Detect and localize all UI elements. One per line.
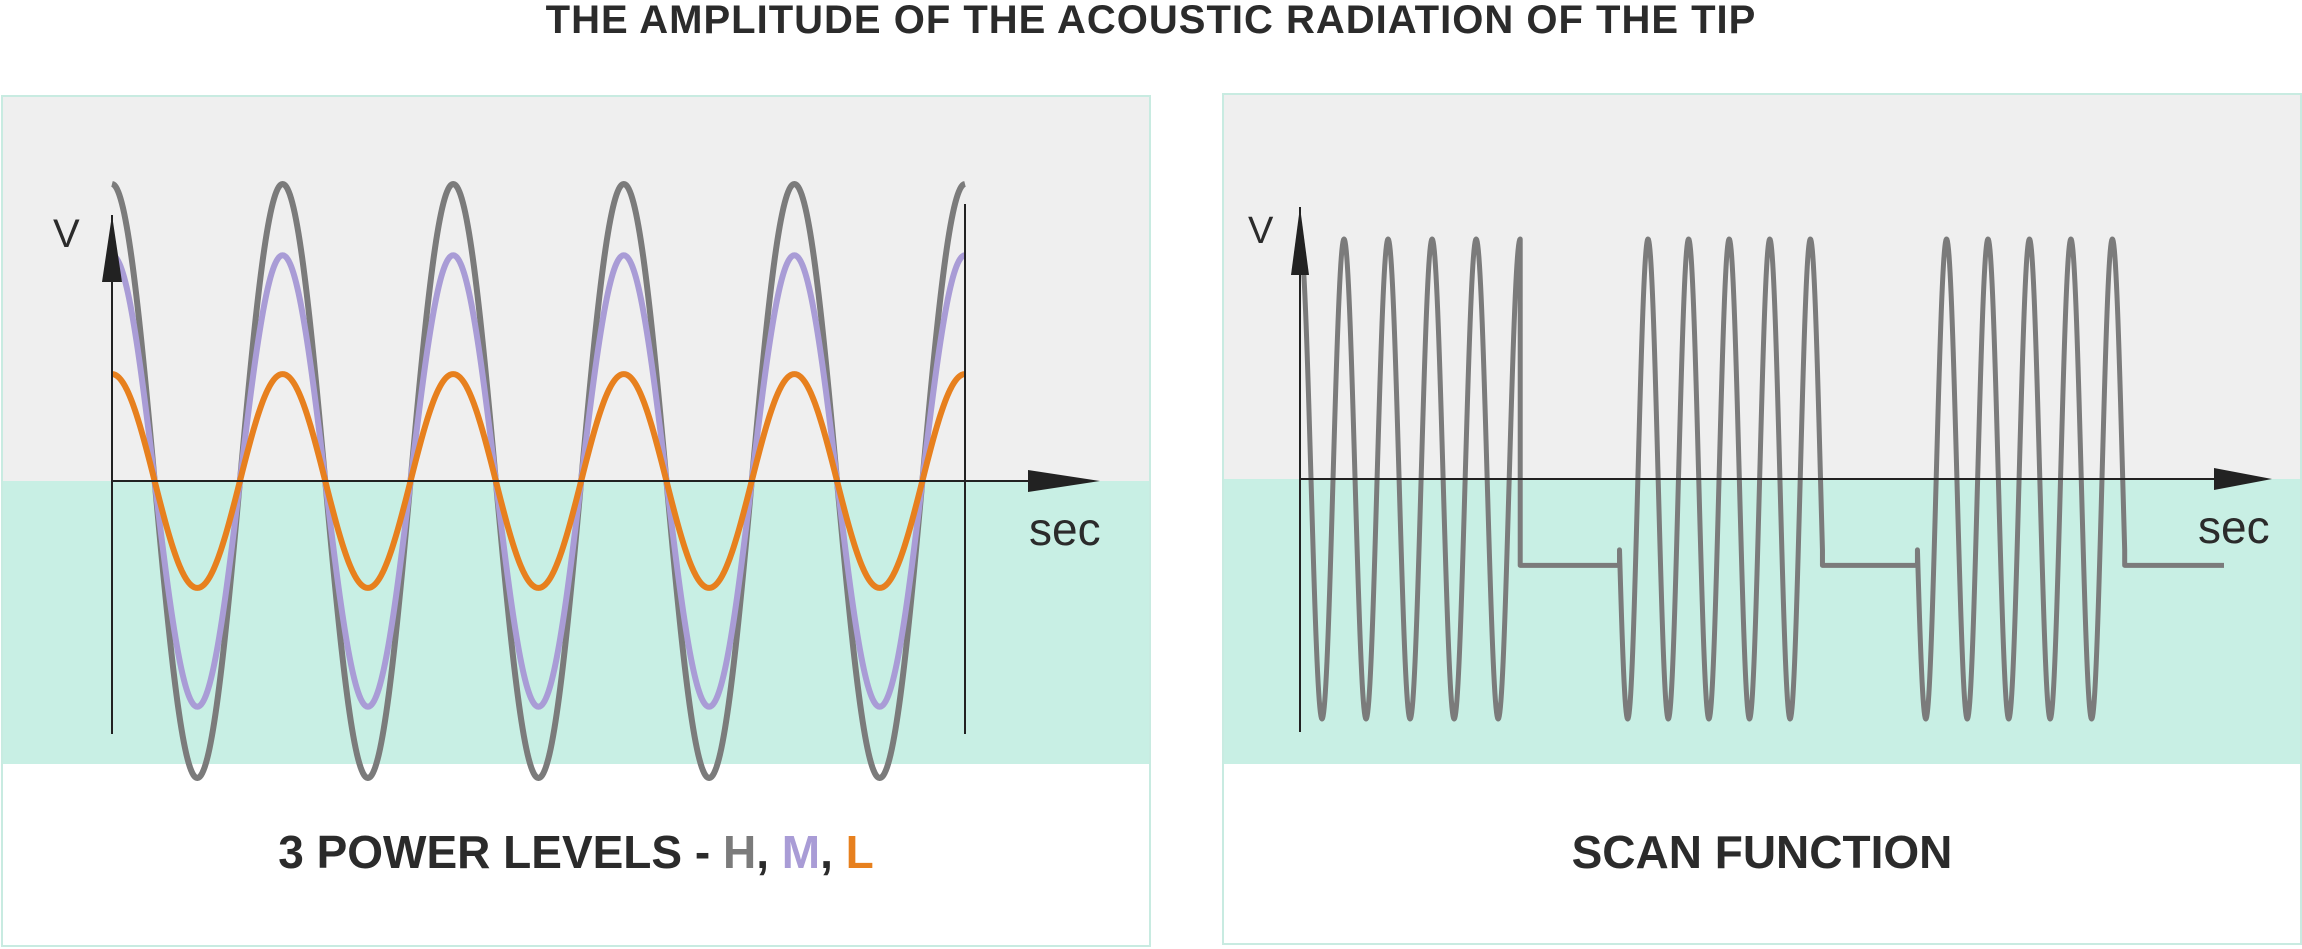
scan-function-chart: V sec	[1224, 95, 2300, 764]
page-title: THE AMPLITUDE OF THE ACOUSTIC RADIATION …	[545, 0, 1757, 42]
lower-band	[1224, 479, 2300, 764]
caption-prefix: 3 POWER LEVELS -	[278, 826, 723, 878]
scan-function-panel: V sec SCAN FUNCTION	[1222, 93, 2302, 945]
power-levels-panel: V sec 3 POWER LEVELS - H, M, L	[1, 95, 1151, 947]
y-axis-label: V	[1248, 210, 1274, 252]
scan-function-caption: SCAN FUNCTION	[1571, 826, 1953, 878]
series-group	[1297, 236, 2224, 722]
upper-band	[3, 97, 1149, 481]
x-axis-arrow	[2214, 468, 2272, 490]
power-levels-caption: 3 POWER LEVELS - H, M, L	[3, 825, 1149, 879]
y-axis-arrow	[102, 215, 122, 282]
caption-sep-2: ,	[820, 826, 846, 878]
y-axis-arrow	[1291, 207, 1309, 275]
legend-l: L	[845, 826, 874, 878]
legend-m: M	[781, 826, 821, 878]
x-axis-label: sec	[2198, 501, 2270, 553]
legend-h: H	[722, 826, 757, 878]
power-levels-chart: V sec	[3, 97, 1149, 781]
series-group	[110, 181, 967, 781]
y-axis-label: V	[53, 212, 80, 256]
series-l-line	[110, 371, 967, 591]
series-h-line	[110, 181, 967, 781]
x-axis-arrow	[1028, 470, 1100, 492]
x-axis-label: sec	[1029, 503, 1101, 555]
scan-signal-line	[1297, 236, 2224, 722]
series-m-line	[110, 252, 967, 710]
caption-sep-1: ,	[756, 826, 782, 878]
